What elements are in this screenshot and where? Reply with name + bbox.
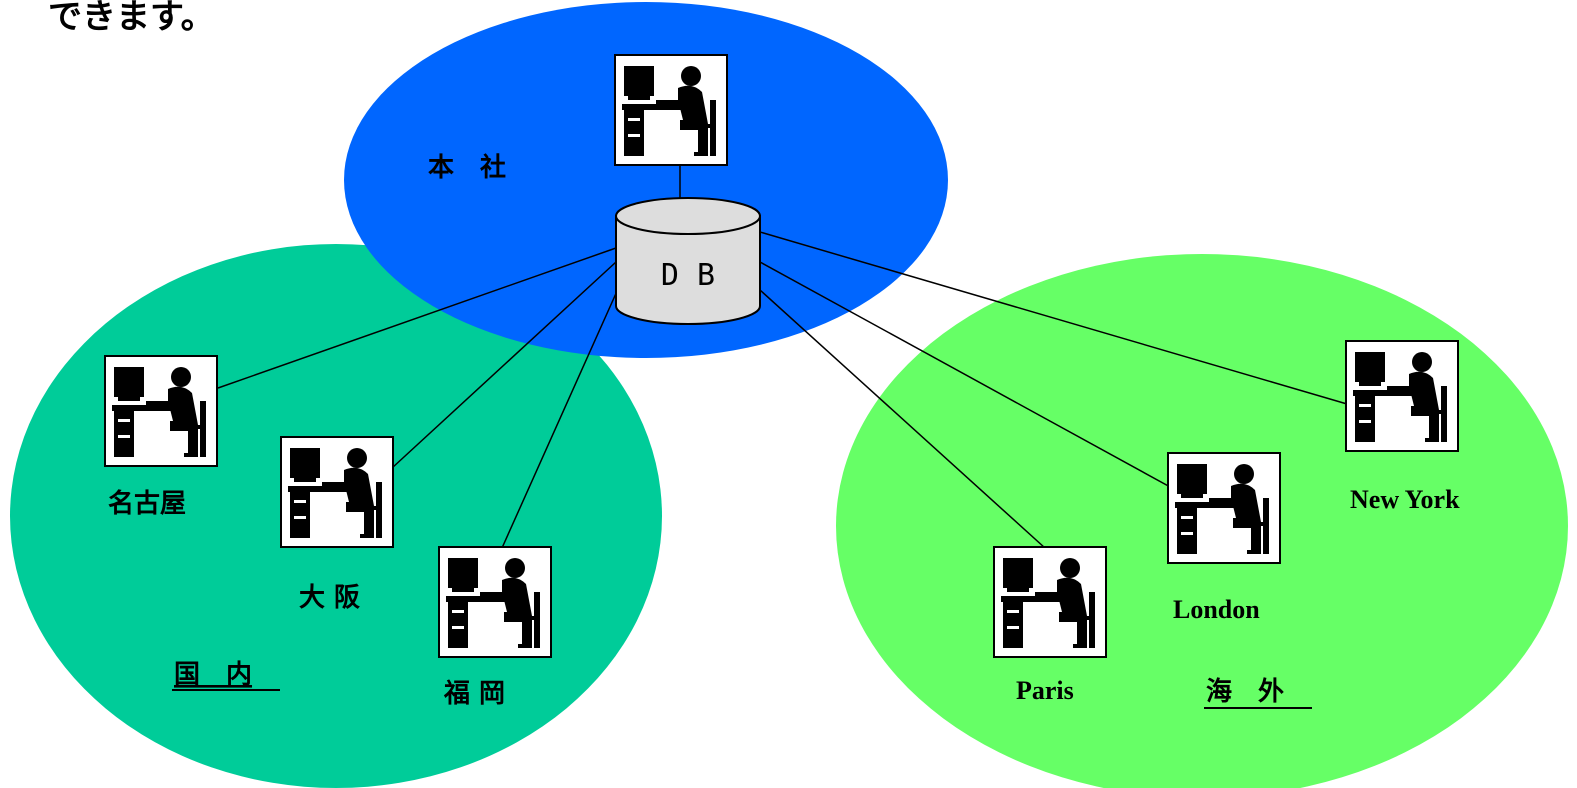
overseas-label: 海 外 [1206,677,1284,707]
newyork-workstation-icon [1345,340,1459,452]
headquarters-region [344,2,948,358]
london-workstation-icon [1167,452,1281,564]
osaka-label: 大 阪 [299,583,360,613]
fukuoka-label: 福 岡 [443,679,505,709]
link-osaka [391,261,617,469]
database-label: D B [661,258,715,293]
headquarters-label: 本 社 [428,152,506,183]
link-paris [759,289,1046,549]
london-label: London [1173,595,1260,624]
link-london [759,261,1173,489]
database-cylinder: D B [615,197,761,325]
link-newyork [759,231,1348,405]
header-text: できます。 [48,0,215,37]
osaka-workstation-icon [280,436,394,548]
fukuoka-workstation-icon [438,546,552,658]
link-fukuoka [501,279,623,549]
newyork-label: New York [1350,485,1460,514]
domestic-label: 国 内 [174,660,252,690]
paris-label: Paris [1016,676,1074,705]
link-nagoya [217,247,617,389]
nagoya-workstation-icon [104,355,218,467]
nagoya-label: 名古屋 [108,488,186,519]
connections [217,165,1348,549]
paris-workstation-icon [993,546,1107,658]
hq-workstation-icon [614,54,728,166]
